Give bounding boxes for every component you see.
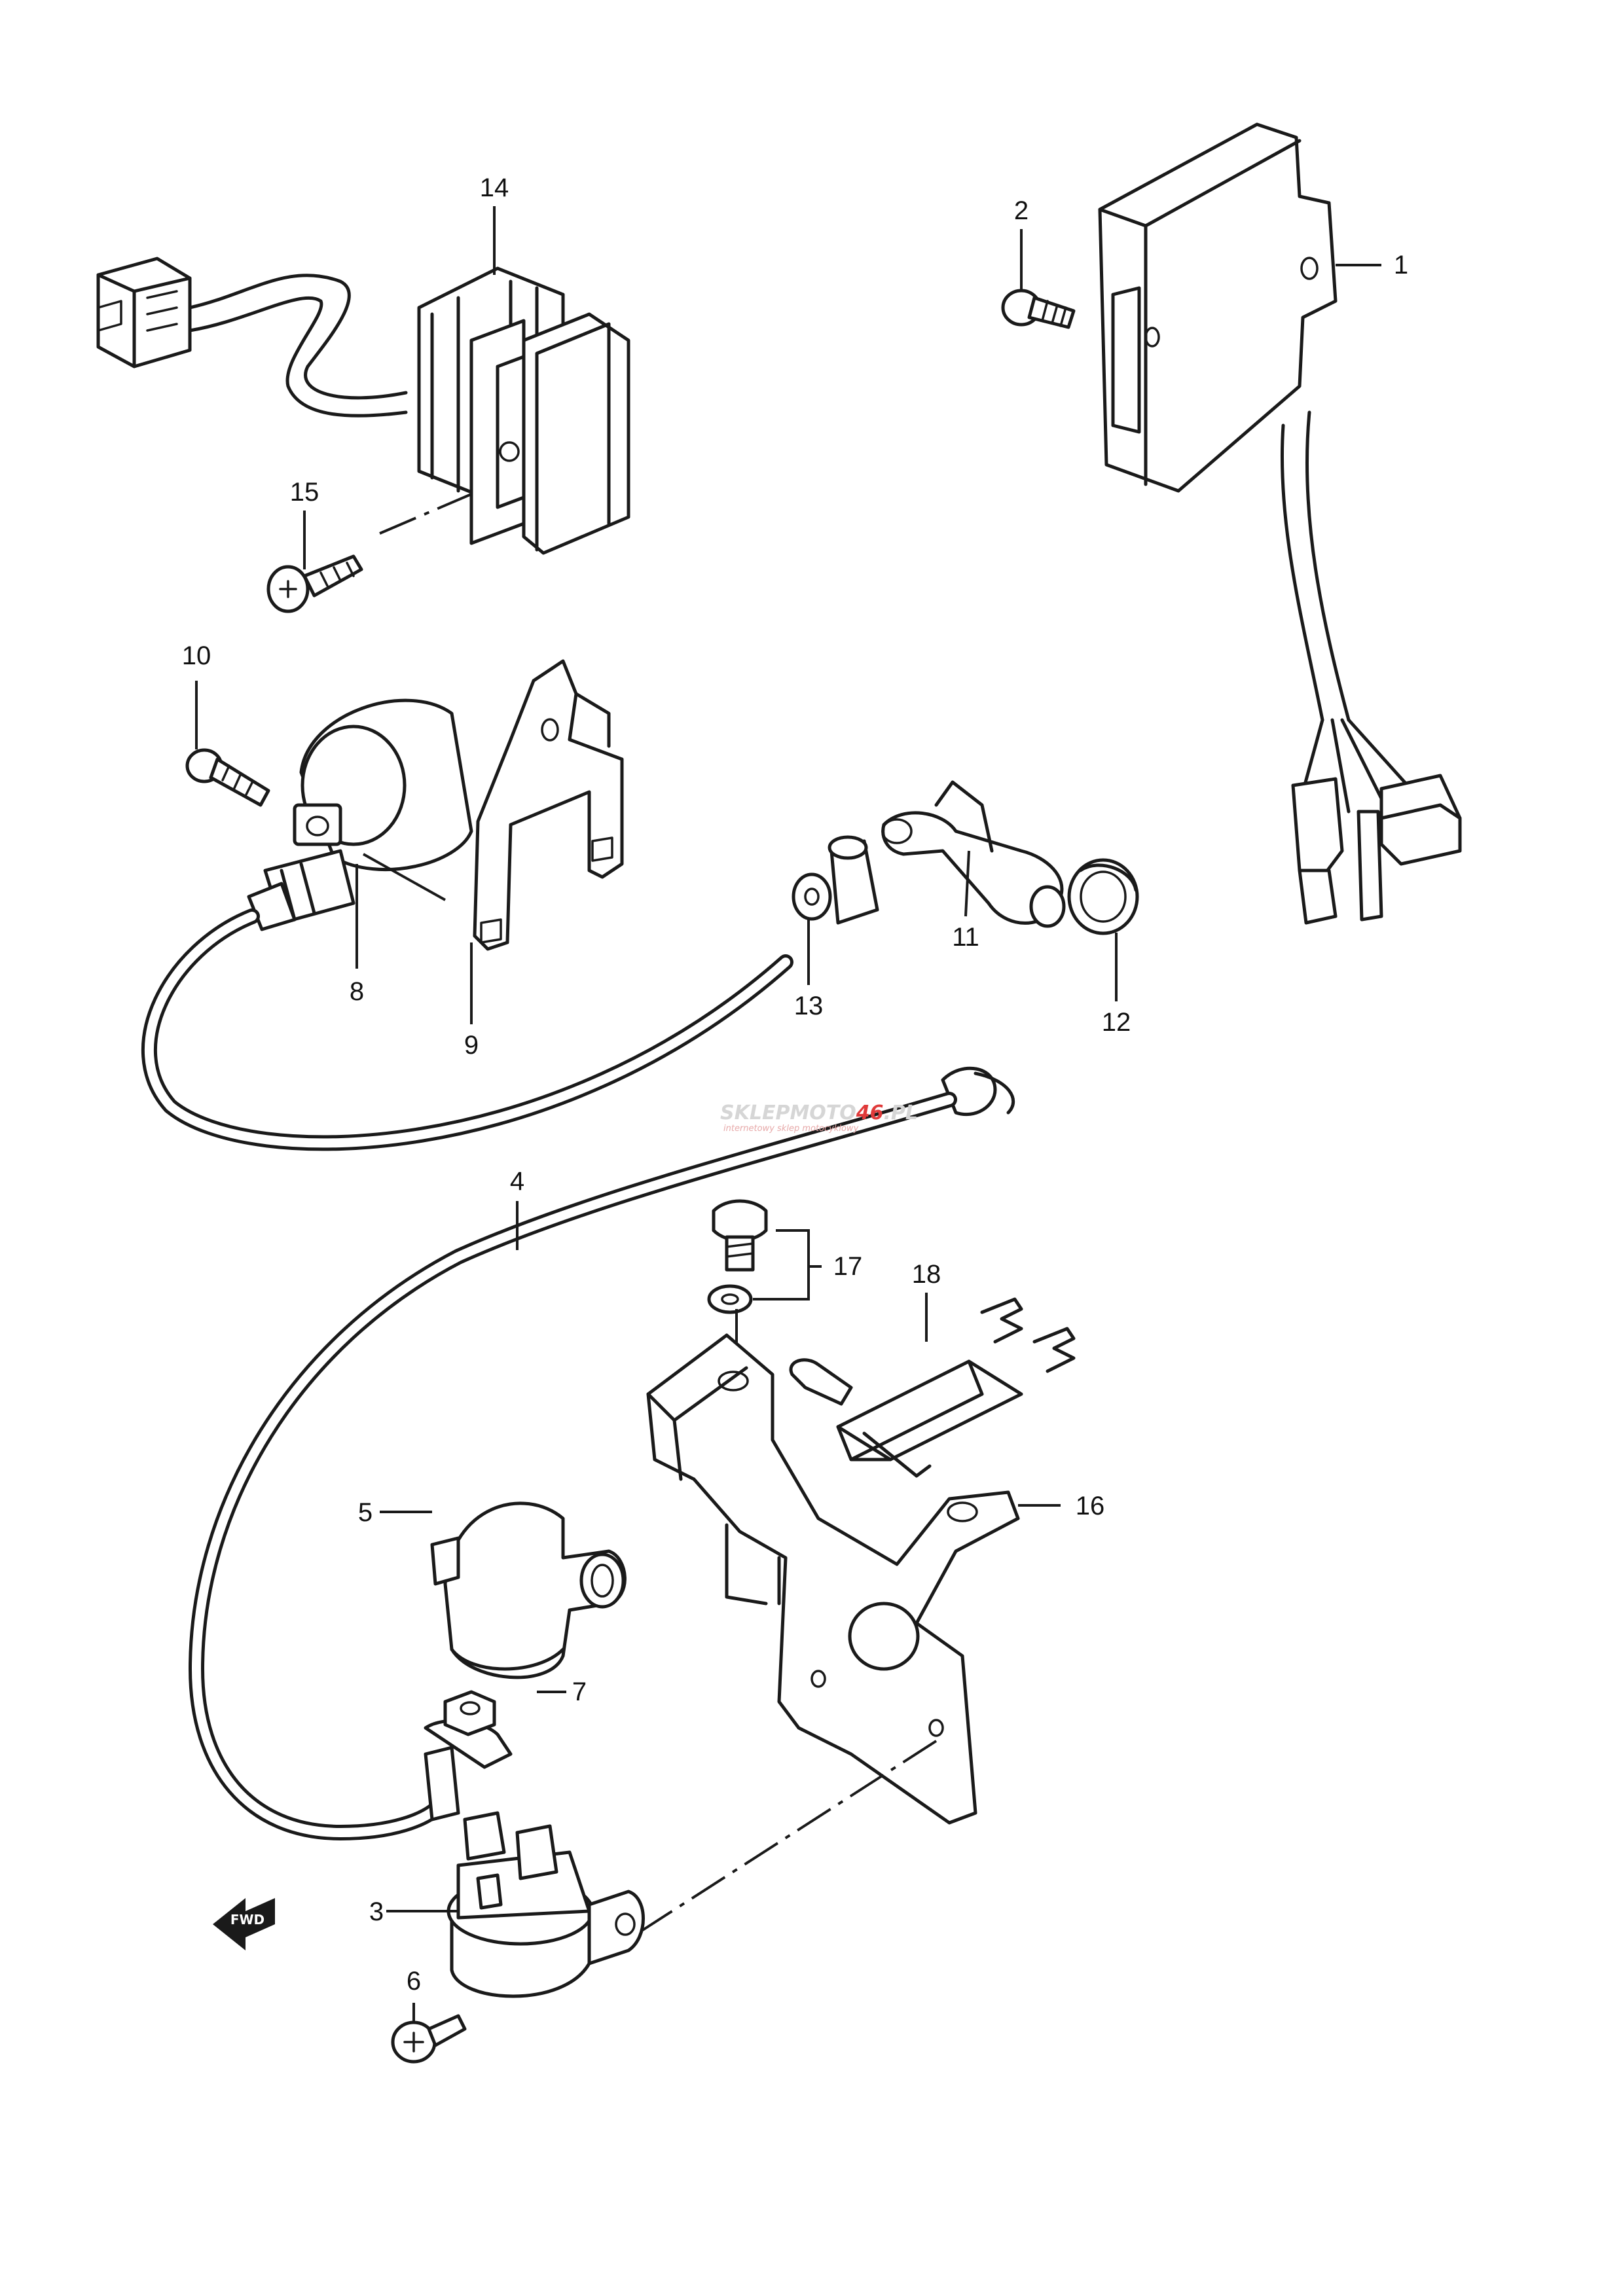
callout-13: 13 (794, 992, 824, 1020)
coil-bracket-icon (473, 659, 624, 951)
plug-cap-cover-icon (1067, 858, 1139, 935)
plug-cap-icon (881, 780, 1066, 928)
leader-15-line (379, 493, 472, 535)
callout-7: 7 (572, 1677, 587, 1706)
callout-3: 3 (369, 1897, 384, 1926)
callout-17: 17 (833, 1252, 863, 1281)
watermark-tagline: internetowy sklep motocyklowy (723, 1124, 859, 1134)
callout-1: 1 (1394, 251, 1408, 279)
callout-numbers: 1 2 3 4 5 6 7 8 9 10 11 12 13 14 15 16 1… (182, 173, 1408, 1996)
screw-icon (266, 554, 363, 613)
watermark-highlight: 46 (856, 1102, 884, 1124)
starter-relay-icon (446, 1811, 645, 1998)
svg-text:SKLEPMOTO46.PL: SKLEPMOTO46.PL (720, 1102, 918, 1124)
watermark: SKLEPMOTO46.PL internetowy sklep motocyk… (720, 1102, 918, 1134)
bracket-17-line (753, 1229, 822, 1300)
relay-mount-line (640, 1740, 938, 1932)
callout-9: 9 (464, 1031, 479, 1060)
callout-11: 11 (952, 923, 979, 952)
nut-icon (443, 1690, 496, 1736)
screw-icon (1001, 289, 1076, 329)
grommet-icon (792, 835, 879, 925)
callout-6: 6 (407, 1967, 421, 1996)
fwd-label: FWD (230, 1912, 264, 1928)
callout-12: 12 (1102, 1008, 1131, 1037)
callout-2: 2 (1014, 196, 1029, 225)
screw-icon (185, 748, 270, 807)
callout-4: 4 (510, 1167, 524, 1196)
ignition-coil-icon (247, 698, 473, 931)
callout-14: 14 (480, 173, 509, 202)
callout-leaders (195, 206, 1381, 2022)
callout-8: 8 (350, 977, 364, 1006)
lead-wire-icon (188, 1066, 1015, 1841)
ht-lead-icon (141, 908, 793, 1151)
cdi-unit-icon (1098, 122, 1462, 925)
callout-10: 10 (182, 641, 211, 670)
watermark-left: SKLEPMOTO (720, 1102, 856, 1124)
callout-15: 15 (290, 478, 319, 507)
screw-icon (391, 2014, 467, 2064)
relay-cap-icon (430, 1501, 627, 1679)
callout-16: 16 (1076, 1492, 1105, 1520)
fwd-arrow-icon: FWD (213, 1898, 275, 1950)
coil-mount-line (363, 853, 446, 901)
bolt-washer-icon (707, 1199, 768, 1314)
callout-18: 18 (912, 1260, 941, 1289)
rectifier-icon (96, 257, 630, 555)
relay-band-icon (789, 1297, 1076, 1478)
relay-bracket-icon (646, 1333, 1020, 1825)
watermark-right: .PL (884, 1102, 919, 1124)
callout-5: 5 (358, 1498, 373, 1527)
